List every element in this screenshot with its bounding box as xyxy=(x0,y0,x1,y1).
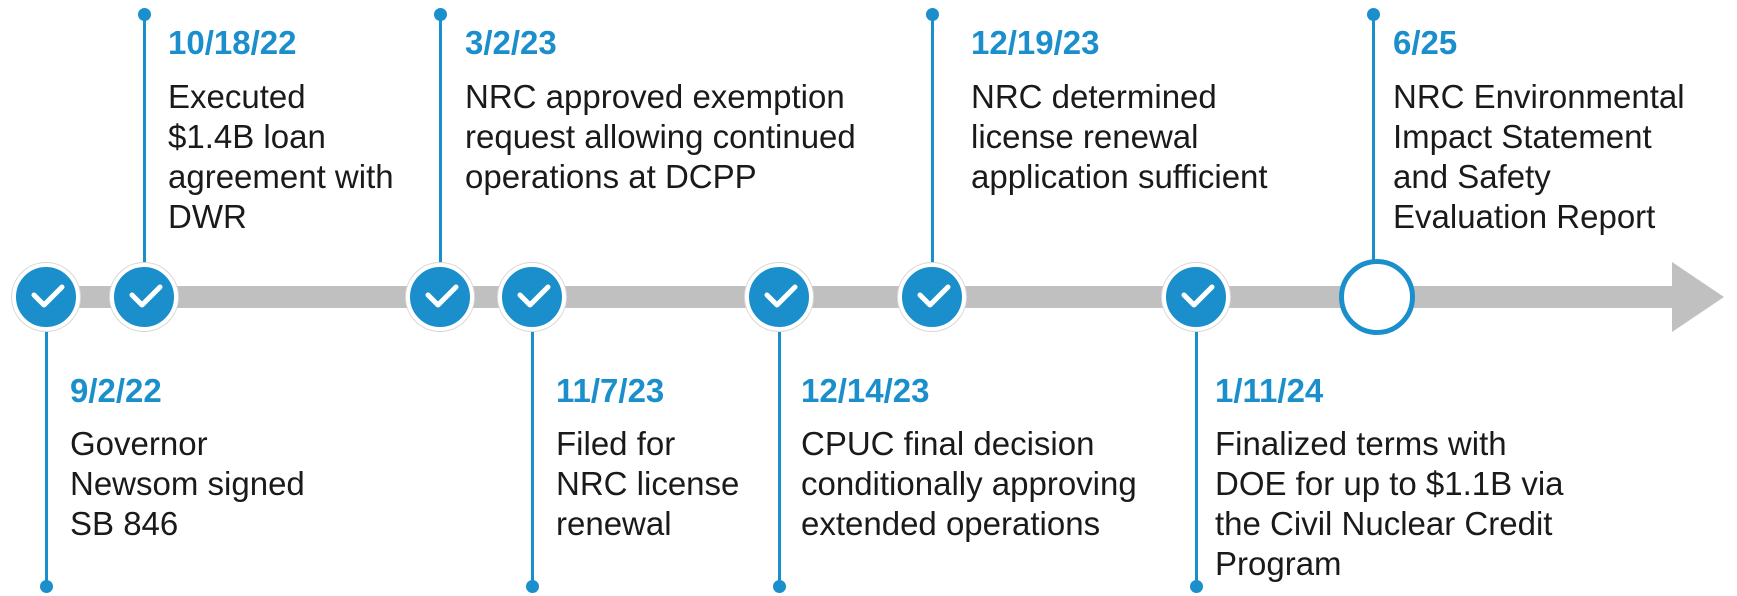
connector-dot xyxy=(138,8,151,21)
connector-line xyxy=(931,14,934,264)
connector-dot xyxy=(1190,580,1203,593)
connector-line xyxy=(439,14,442,264)
milestone-date: 11/7/23 xyxy=(556,372,665,409)
connector-line xyxy=(778,306,781,586)
milestone-description: NRC Environmental Impact Statement and S… xyxy=(1393,78,1685,235)
check-icon xyxy=(1162,263,1230,331)
connector-dot xyxy=(40,580,53,593)
connector-line xyxy=(143,14,146,264)
milestone-date: 12/19/23 xyxy=(971,24,1100,61)
timeline-arrowhead xyxy=(1672,262,1724,332)
milestone-description: Executed $1.4B loan agreement with DWR xyxy=(168,78,394,235)
connector-line xyxy=(1372,14,1375,264)
milestone-description: Governor Newsom signed SB 846 xyxy=(70,425,305,542)
milestone-description: NRC approved exemption request allowing … xyxy=(465,78,856,195)
milestone-description: NRC determined license renewal applicati… xyxy=(971,78,1268,195)
open-circle-icon xyxy=(1339,259,1415,335)
milestone-date: 3/2/23 xyxy=(465,24,557,61)
timeline-track xyxy=(40,286,1675,308)
milestone-date: 9/2/22 xyxy=(70,372,162,409)
check-icon xyxy=(12,263,80,331)
connector-line xyxy=(45,306,48,586)
milestone-date: 10/18/22 xyxy=(168,24,297,61)
milestone-description: CPUC final decision conditionally approv… xyxy=(801,425,1137,542)
milestone-date: 12/14/23 xyxy=(801,372,930,409)
connector-dot xyxy=(526,580,539,593)
connector-dot xyxy=(1367,8,1380,21)
connector-dot xyxy=(773,580,786,593)
check-icon xyxy=(498,263,566,331)
check-icon xyxy=(110,263,178,331)
check-icon xyxy=(406,263,474,331)
check-icon xyxy=(745,263,813,331)
connector-dot xyxy=(926,8,939,21)
milestone-date: 6/25 xyxy=(1393,24,1458,61)
check-icon xyxy=(898,263,966,331)
milestone-date: 1/11/24 xyxy=(1215,372,1324,409)
connector-line xyxy=(531,306,534,586)
connector-line xyxy=(1195,306,1198,586)
connector-dot xyxy=(434,8,447,21)
milestone-description: Filed for NRC license renewal xyxy=(556,425,740,542)
milestone-description: Finalized terms with DOE for up to $1.1B… xyxy=(1215,425,1564,582)
